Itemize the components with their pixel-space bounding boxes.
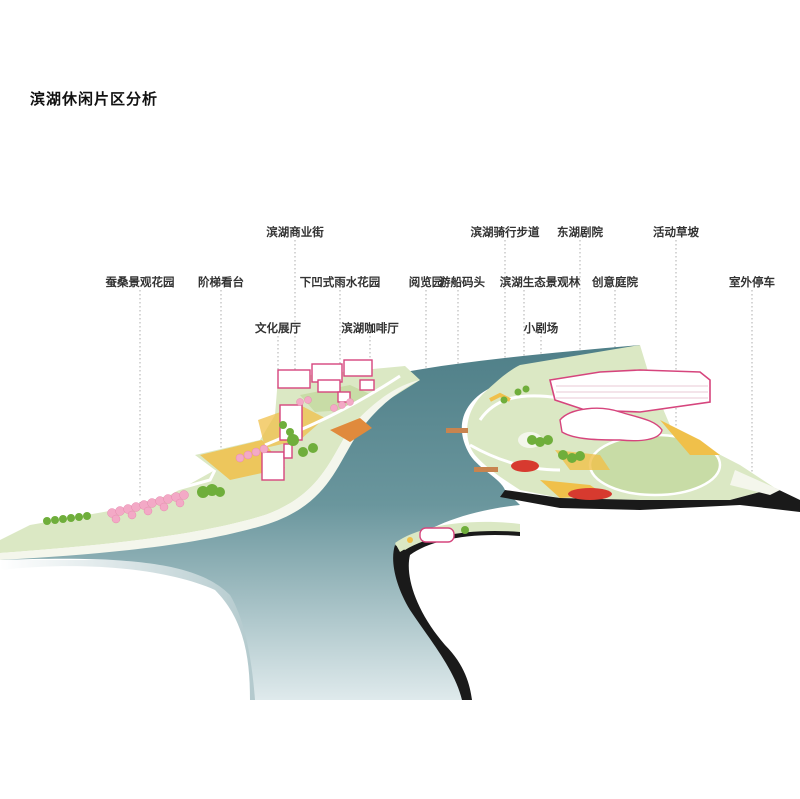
label-xiaojuchang: 小剧场	[523, 321, 559, 335]
green-trees-left	[43, 421, 318, 525]
label-yuelan: 阅览园	[408, 275, 444, 289]
boat-piers	[446, 428, 498, 472]
label-xiaao: 下凹式雨水花园	[299, 275, 381, 289]
label-youchuan: 游船码头	[439, 275, 485, 289]
label-wenhua: 文化展厅	[255, 321, 301, 335]
label-cansang: 蚕桑景观花园	[105, 275, 175, 289]
label-huodong: 活动草坡	[653, 225, 699, 239]
label-kafei: 滨湖咖啡厅	[341, 321, 399, 335]
green-trees-right	[500, 385, 585, 463]
label-chuangyi: 创意庭院	[592, 275, 638, 289]
pink-trees	[107, 396, 354, 524]
east-lake-theater	[549, 369, 711, 442]
label-jieti: 阶梯看台	[198, 275, 244, 289]
label-shengtai: 滨湖生态景观林	[499, 275, 581, 289]
left-bank-buildings	[261, 359, 375, 481]
bottom-island	[393, 521, 520, 700]
label-qixing: 滨湖骑行步道	[470, 225, 540, 239]
diagram-title: 滨湖休闲片区分析	[30, 90, 159, 108]
river-channel	[0, 345, 640, 700]
label-donghu: 东湖剧院	[557, 225, 603, 239]
label-shangye: 滨湖商业街	[266, 225, 324, 239]
label-tingche: 室外停车	[729, 275, 775, 289]
